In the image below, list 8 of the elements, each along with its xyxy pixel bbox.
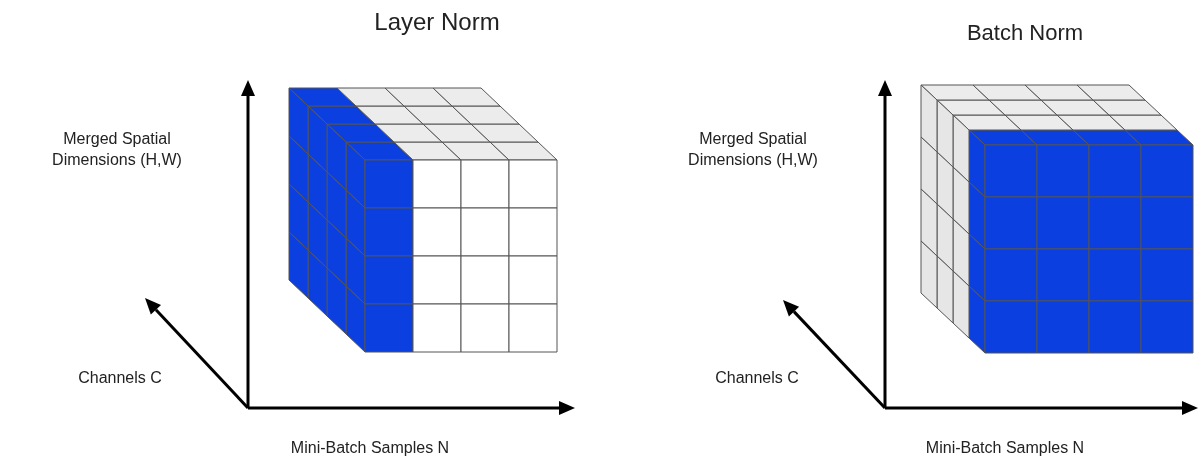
panel-title: Layer Norm	[374, 8, 500, 35]
axis-label: Merged Spatial Dimensions (H,W)	[52, 130, 182, 168]
panel-title: Batch Norm	[966, 20, 1084, 45]
axis-label: Mini-Batch Samples N	[925, 439, 1085, 456]
axis-label: Channels C	[715, 369, 799, 386]
axis-label: Channels C	[78, 369, 162, 386]
axis-label: Mini-Batch Samples N	[290, 439, 450, 456]
axis-label: Merged Spatial Dimensions (H,W)	[688, 130, 818, 168]
